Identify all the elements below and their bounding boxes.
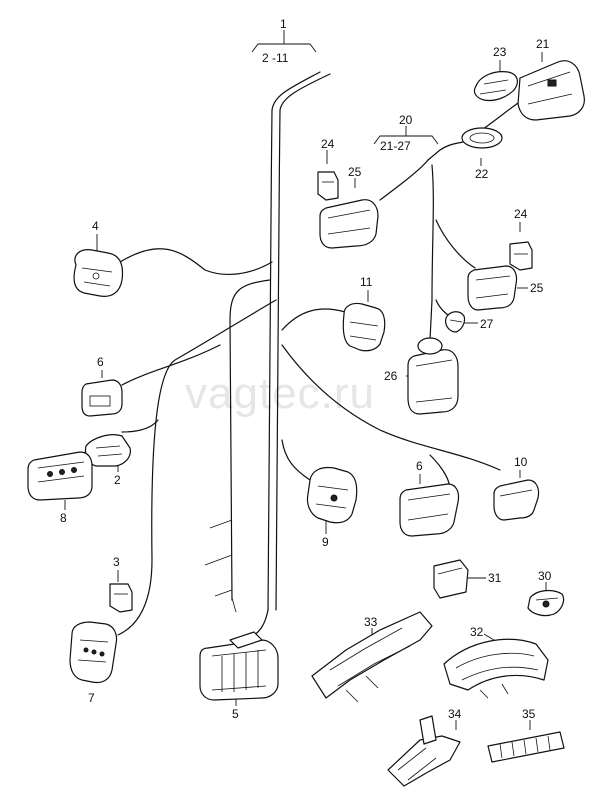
connector-4 [73,249,124,297]
callout-24-right: 24 [514,207,528,221]
callout-8: 8 [60,511,67,525]
callout-1-range: 2 -11 [262,51,289,65]
main-harness [117,71,501,639]
connector-9 [306,466,358,524]
callout-6-left: 6 [97,355,104,369]
connector-11 [342,302,386,352]
callout-20: 20 [399,113,413,127]
callout-3: 3 [113,555,120,569]
callout-22: 22 [475,167,489,181]
cable-tray-34 [387,715,461,787]
connector-8 [27,451,93,501]
callout-5: 5 [232,707,239,721]
callout-25-right: 25 [530,281,544,295]
connector-25-right [467,265,518,311]
callout-21: 21 [536,37,550,51]
callout-10: 10 [514,455,528,469]
callout-23: 23 [493,45,507,59]
connector-10 [493,479,540,521]
callout-labels: 1 2 -11 20 21-27 4 6 2 8 3 7 5 9 11 10 6… [60,17,552,721]
callout-27: 27 [480,317,494,331]
callout-35: 35 [522,707,536,721]
callout-30: 30 [538,569,552,583]
callout-1: 1 [280,17,287,31]
connector-7 [69,621,118,684]
callout-9: 9 [322,535,329,549]
callout-20-range: 21-27 [380,139,411,153]
callout-31: 31 [488,571,502,585]
connector-26 [407,337,459,415]
callout-4: 4 [92,219,99,233]
callout-32: 32 [470,625,484,639]
connector-6-left [81,379,123,417]
connector-21 [517,60,585,121]
connector-2 [84,434,131,467]
callout-26: 26 [384,369,398,383]
connector-5 [199,631,279,701]
callout-11: 11 [360,275,373,289]
clip-30 [527,589,565,617]
callout-34: 34 [448,707,462,721]
callout-2: 2 [114,473,121,487]
connector-strip-35 [487,731,565,763]
cable-tray-32 [443,638,549,699]
bracket-3 [109,583,133,613]
callout-24-top: 24 [321,137,335,151]
bracket-24-top [317,171,339,201]
clip-27 [445,311,466,333]
cable-tray-33 [311,611,433,703]
callout-33: 33 [364,615,378,629]
seal-23 [473,71,518,102]
bracket-31 [433,559,469,599]
connector-6-right [399,483,460,537]
bracket-24-right [509,241,533,271]
callout-25-top: 25 [348,165,362,179]
callout-7: 7 [88,691,95,705]
connector-25-top [319,199,379,249]
callout-6-right: 6 [416,459,423,473]
watermark-text: vagtec.ru [185,369,375,418]
grommet-22 [461,127,503,149]
